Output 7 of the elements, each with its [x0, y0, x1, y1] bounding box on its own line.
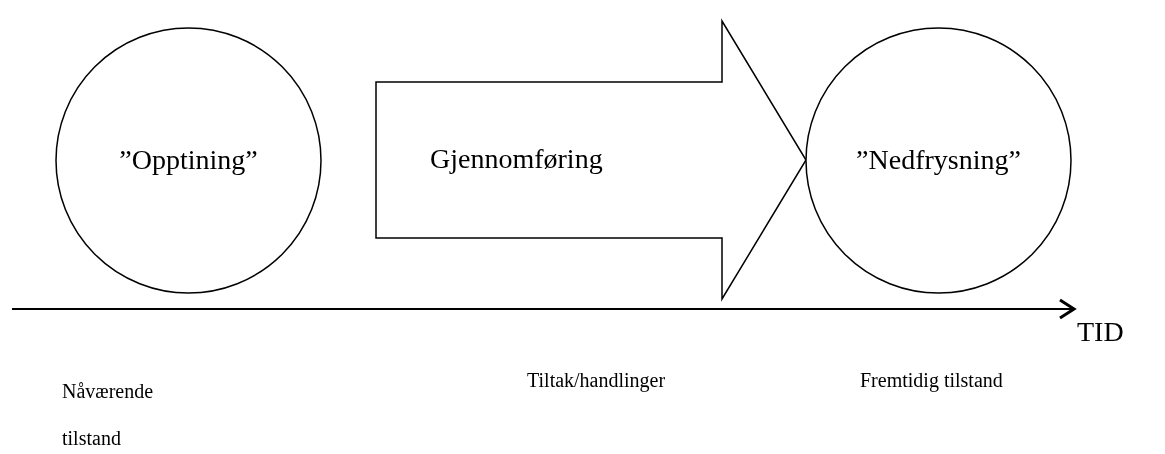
- timeline-label: Tiltak/handlinger: [527, 368, 667, 392]
- timeline-label: Nåværende tilstand: [62, 379, 155, 451]
- node-label: Gjennomføring: [430, 143, 603, 175]
- axis-label: TID: [1077, 320, 1125, 344]
- timeline-label: Fremtidig tilstand: [860, 368, 1004, 392]
- node-label: ”Opptining”: [118, 143, 259, 176]
- node-label: ”Nedfrysning”: [855, 143, 1022, 176]
